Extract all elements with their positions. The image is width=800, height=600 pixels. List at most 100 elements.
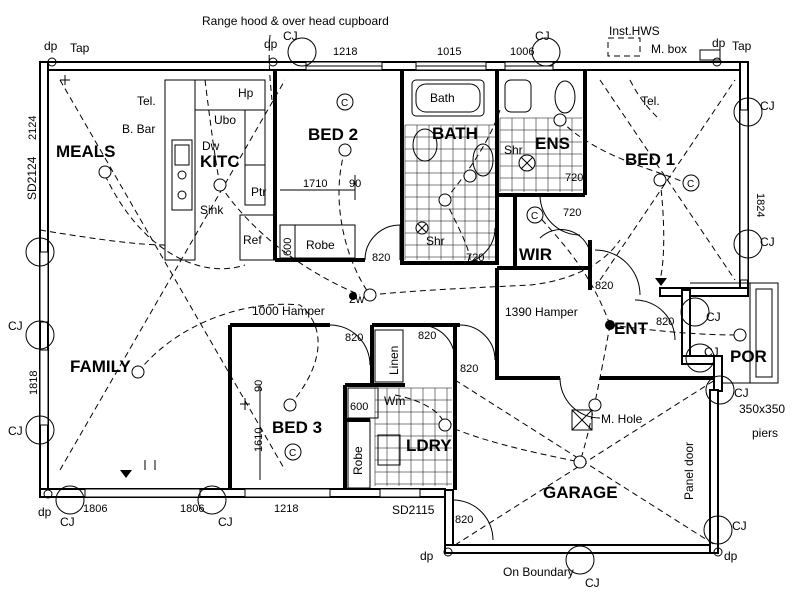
downpipe-label: dp [264,37,278,51]
dimension-label: 1006 [510,46,534,58]
svg-text:C: C [289,448,296,459]
dimension-label: 820 [460,363,478,375]
dimension-label: 1806 [180,503,204,515]
boundary-label: On Boundary [503,565,574,579]
control-joint-label: CJ [734,386,749,400]
dimension-label: 720 [466,252,484,264]
hws-label: Inst.HWS [609,24,660,38]
room-label-bath: BATH [432,124,478,143]
room-label-bed3: BED 3 [272,418,322,437]
control-joint-label: CJ [283,29,298,43]
windows [39,61,749,498]
dimension-label: 820 [372,252,390,264]
light-point [553,113,567,127]
room-label-bed2: BED 2 [308,125,358,144]
svg-text:C: C [341,98,348,109]
light-point [363,288,377,302]
annotations: Range hood & over head cupboard Inst.HWS… [8,14,785,590]
dishwasher-label: Dw [202,139,220,153]
light-point [588,398,602,412]
dimension-label: 820 [656,316,674,328]
control-joint-label: CJ [8,424,23,438]
bath-tub-label: Bath [430,91,455,105]
dimension-label: 90 [253,380,265,392]
refrigerator-label: Ref [243,233,262,247]
dimension-label: 720 [565,172,583,184]
light-point [283,398,297,412]
piers-label: piers [752,426,778,440]
tiled-floor [374,117,582,486]
linen-label: Linen [387,346,401,375]
light-point [338,143,352,157]
control-joint-label: CJ [706,310,721,324]
control-joint-label: CJ [585,576,600,590]
room-label-wir: WIR [519,245,552,264]
sliding-door-label: SD2115 [392,503,435,517]
panel-door-label: Panel door [682,442,696,500]
light-point [438,193,452,207]
shower-label: Shr [504,143,523,157]
downpipe-label: dp [38,505,52,519]
light-point [213,178,227,192]
shower-label: Shr [426,234,445,248]
room-label-laundry: LDRY [406,436,452,455]
room-label-porch: POR [730,347,767,366]
sliding-door-label: SD2124 [25,156,39,200]
dimension-label: 1610 [253,428,265,452]
room-label-bed1: BED 1 [625,150,675,169]
light-point [573,455,587,469]
control-joint-label: CJ [218,515,233,529]
room-label-ensuite: ENS [535,134,570,153]
dimension-label: 820 [345,332,363,344]
breakfast-bar-label: B. Bar [122,122,155,136]
dimension-label: 1824 [754,193,766,217]
control-joint-label: CJ [704,345,719,359]
downpipe-label: dp [712,36,726,50]
tap-label-left: Tap [70,41,90,55]
hamper-label: 1000 Hamper [252,304,325,318]
dimension-label: 1015 [437,46,461,58]
dimension-label: 820 [595,280,613,292]
under-bench-oven-label: Ubo [214,113,236,127]
piers-label: 350x350 [739,402,785,416]
two-way-switch-label: 2w [349,292,365,306]
washing-machine-label: Wm [384,394,405,408]
telephone-label: Tel. [641,94,660,108]
light-point [653,173,667,187]
light-fittings: C C C C [25,37,763,575]
dimension-label: 600 [350,401,368,413]
robe-label: Robe [306,238,335,252]
sink-label: Sink [200,203,224,217]
door-swings [329,194,676,541]
room-label-kitchen: KITC [200,152,240,171]
meter-box-label: M. box [651,42,687,56]
dimension-label: 2124 [27,116,39,140]
dimension-label: 1710 [303,178,327,190]
tap-label-right: Tap [732,39,752,53]
dimension-label: 820 [455,514,473,526]
downpipe-label: dp [44,39,58,53]
interior-walls [164,70,715,490]
control-joint-label: CJ [8,319,23,333]
control-joint-label: CJ [732,519,747,533]
range-hood-note: Range hood & over head cupboard [202,14,389,28]
hotplate-label: Hp [238,86,254,100]
control-joint-label: CJ [760,99,775,113]
downpipe-label: dp [724,549,738,563]
room-labels: MEALS KITC BED 2 BATH ENS BED 1 FAMILY B… [56,124,767,502]
hamper-label: 1390 Hamper [505,305,578,319]
dimension-label: 820 [418,330,436,342]
light-point [463,169,477,183]
control-joint-label: CJ [60,515,75,529]
dimension-label: 1806 [83,503,107,515]
control-joint-label: CJ [535,29,550,43]
downpipe-label: dp [420,549,434,563]
light-point [438,418,452,432]
control-joint-label: CJ [760,235,775,249]
room-label-meals: MEALS [56,142,116,161]
robe-label: Robe [351,446,365,475]
dimension-label: 600 [282,238,294,256]
pantry-label: Ptr [251,185,266,199]
dimension-label: 1218 [333,46,357,58]
dimension-label: 1818 [28,371,40,395]
